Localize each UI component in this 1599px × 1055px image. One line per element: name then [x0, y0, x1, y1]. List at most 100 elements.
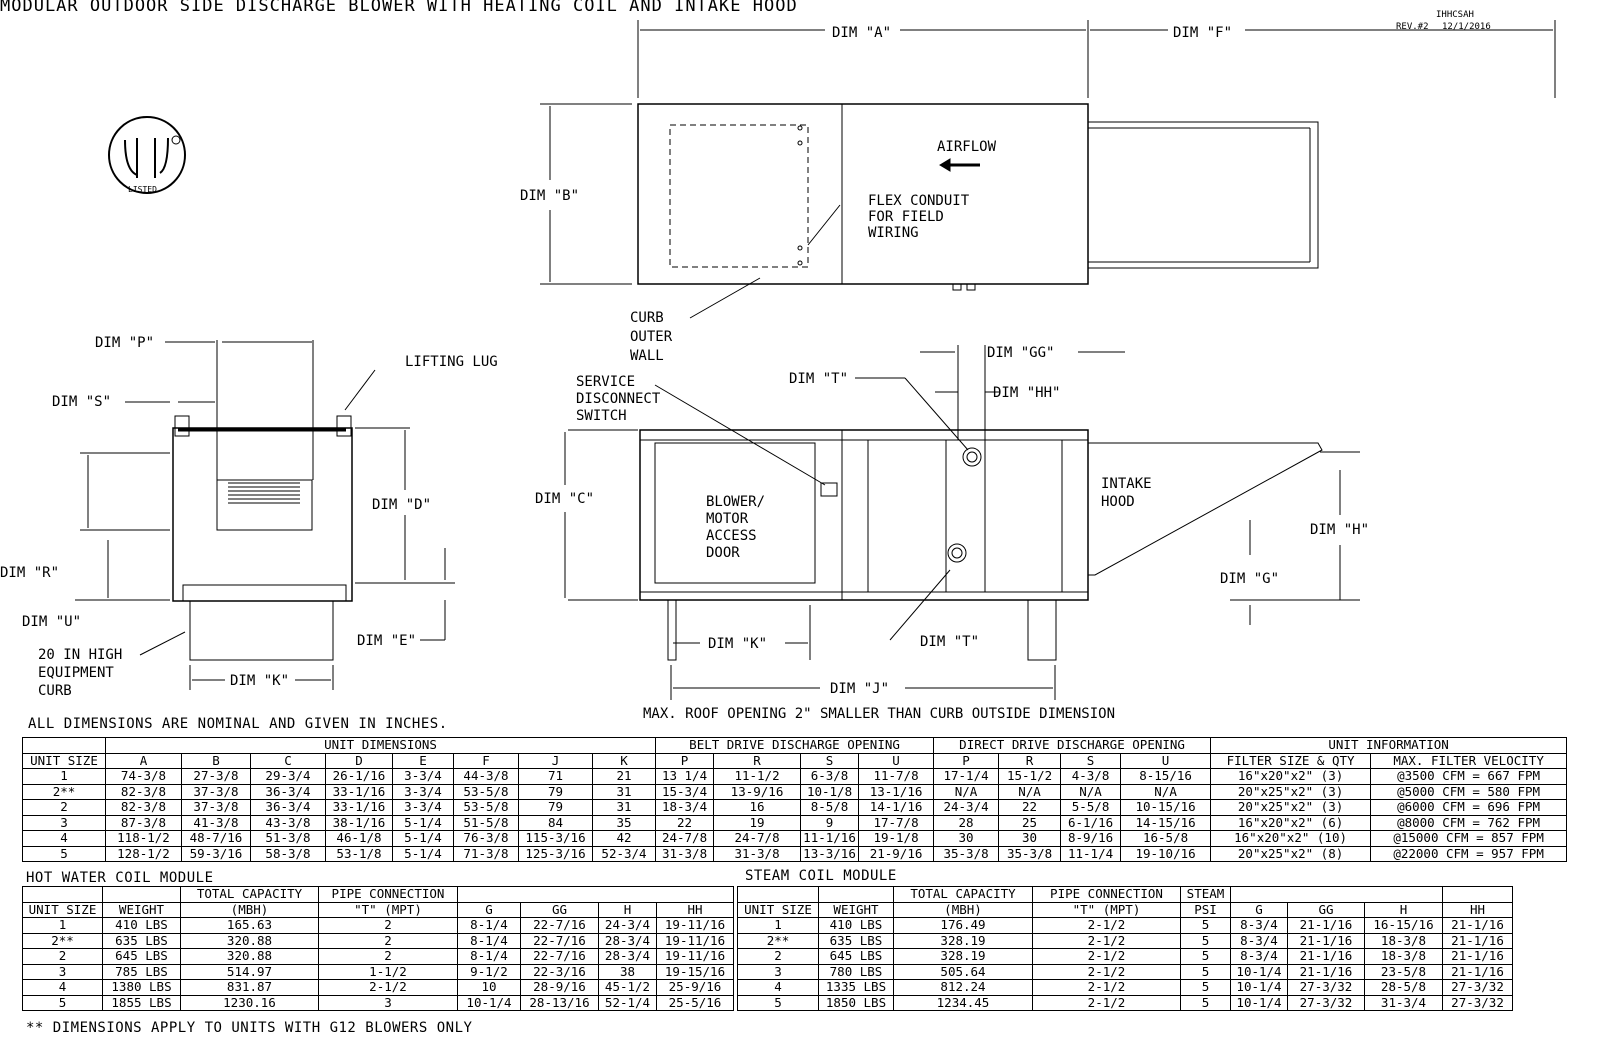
dim-j-label: DIM "J" [830, 681, 889, 697]
column-header: B [181, 752, 251, 769]
table-cell: 5 [1180, 917, 1231, 934]
table-cell: N/A [1060, 783, 1122, 800]
table-cell: 780 LBS [818, 963, 894, 980]
table-cell: 2-1/2 [318, 979, 458, 996]
column-header: WEIGHT [102, 901, 181, 918]
table-cell: 24-7/8 [655, 830, 715, 847]
hot-water-title: HOT WATER COIL MODULE [26, 870, 214, 886]
footnote: ** DIMENSIONS APPLY TO UNITS WITH G12 BL… [26, 1020, 473, 1036]
group-header: BELT DRIVE DISCHARGE OPENING [655, 737, 935, 754]
table-cell: N/A [1120, 783, 1212, 800]
table-cell: 82-3/8 [105, 799, 182, 816]
table-cell: 30 [998, 830, 1062, 847]
table-cell: 5-5/8 [1060, 799, 1122, 816]
table-cell: 13-1/16 [858, 783, 935, 800]
table-cell: 10-1/4 [1230, 963, 1288, 980]
table-cell: 6-3/8 [800, 768, 860, 785]
table-cell: 36-3/4 [250, 799, 326, 816]
table-cell: 785 LBS [102, 963, 181, 980]
table-cell: 74-3/8 [105, 768, 182, 785]
table-cell: 9 [800, 814, 860, 831]
table-cell: @6000 CFM = 696 FPM [1370, 799, 1568, 816]
table-cell: 76-3/8 [453, 830, 519, 847]
table-cell: 2** [22, 783, 106, 800]
table-cell: 2 [318, 932, 458, 949]
column-header: U [858, 752, 935, 769]
end-view [75, 340, 455, 690]
table-cell: 38-1/16 [325, 814, 393, 831]
column-header: WEIGHT [818, 901, 894, 918]
curb-wall-label-3: WALL [630, 348, 664, 364]
group-header [1442, 886, 1514, 903]
table-cell: 42 [591, 830, 657, 847]
table-cell: 3 [318, 994, 458, 1011]
dim-hh-label: DIM "HH" [993, 385, 1060, 401]
table-cell: 18-3/4 [655, 799, 715, 816]
top-view [540, 20, 1556, 319]
table-cell: 33-1/16 [325, 799, 393, 816]
table-cell: 13-9/16 [713, 783, 802, 800]
service-switch-label-2: DISCONNECT [576, 391, 661, 407]
table-cell: 22 [998, 799, 1062, 816]
table-cell: 33-1/16 [325, 783, 393, 800]
drawing-code: IHHCSAH [1436, 10, 1474, 20]
nominal-dimensions-note: ALL DIMENSIONS ARE NOMINAL AND GIVEN IN … [28, 716, 448, 732]
table-cell: 11-1/4 [1060, 845, 1122, 862]
group-header: TOTAL CAPACITY [893, 886, 1033, 903]
group-header: STEAM [1180, 886, 1231, 903]
table-cell: 28-3/4 [598, 948, 657, 965]
flex-conduit-label: FLEX CONDUIT [868, 193, 970, 209]
table-cell: 8-3/4 [1230, 917, 1288, 934]
table-cell: 5 [1180, 979, 1231, 996]
table-cell: 17-1/4 [933, 768, 1000, 785]
dim-t-top-label: DIM "T" [789, 371, 848, 387]
table-cell: 4-3/8 [1060, 768, 1122, 785]
table-cell: 9-1/2 [457, 963, 521, 980]
column-header: C [250, 752, 326, 769]
table-cell: 20"x25"x2" (3) [1210, 783, 1372, 800]
dim-p-label: DIM "P" [95, 335, 154, 351]
table-cell: 13-3/16 [800, 845, 860, 862]
table-cell: 27-3/32 [1442, 979, 1514, 996]
roof-opening-note: MAX. ROOF OPENING 2" SMALLER THAN CURB O… [643, 706, 1115, 722]
table-cell: 20"x25"x2" (3) [1210, 799, 1372, 816]
column-header: GG [1287, 901, 1365, 918]
column-header: F [453, 752, 519, 769]
table-cell: 18-3/8 [1363, 932, 1444, 949]
side-elevation [564, 345, 1360, 700]
table-cell: 812.24 [893, 979, 1033, 996]
column-header: A [105, 752, 182, 769]
table-cell: 16-15/16 [1363, 917, 1444, 934]
table-cell: 82-3/8 [105, 783, 182, 800]
table-cell: 1 [737, 917, 819, 934]
table-cell: N/A [933, 783, 1000, 800]
flex-conduit-label-3: WIRING [868, 225, 919, 241]
dim-h-label: DIM "H" [1310, 522, 1369, 538]
table-cell: 11-7/8 [858, 768, 935, 785]
table-cell: 11-1/16 [800, 830, 860, 847]
table-cell: 16 [713, 799, 802, 816]
table-cell: 27-3/32 [1442, 994, 1514, 1011]
table-cell: 4 [22, 830, 106, 847]
table-cell: 84 [518, 814, 593, 831]
table-cell: 26-1/16 [325, 768, 393, 785]
group-header: TOTAL CAPACITY [180, 886, 319, 903]
table-cell: 19-11/16 [656, 948, 734, 965]
table-cell: 3 [22, 814, 106, 831]
table-cell: 19-1/8 [858, 830, 935, 847]
column-header: (MBH) [893, 901, 1033, 918]
table-cell: 31-3/8 [713, 845, 802, 862]
table-cell: 21-1/16 [1287, 963, 1365, 980]
blank-cell [22, 737, 106, 754]
column-header: J [518, 752, 593, 769]
table-cell: 2** [737, 932, 819, 949]
